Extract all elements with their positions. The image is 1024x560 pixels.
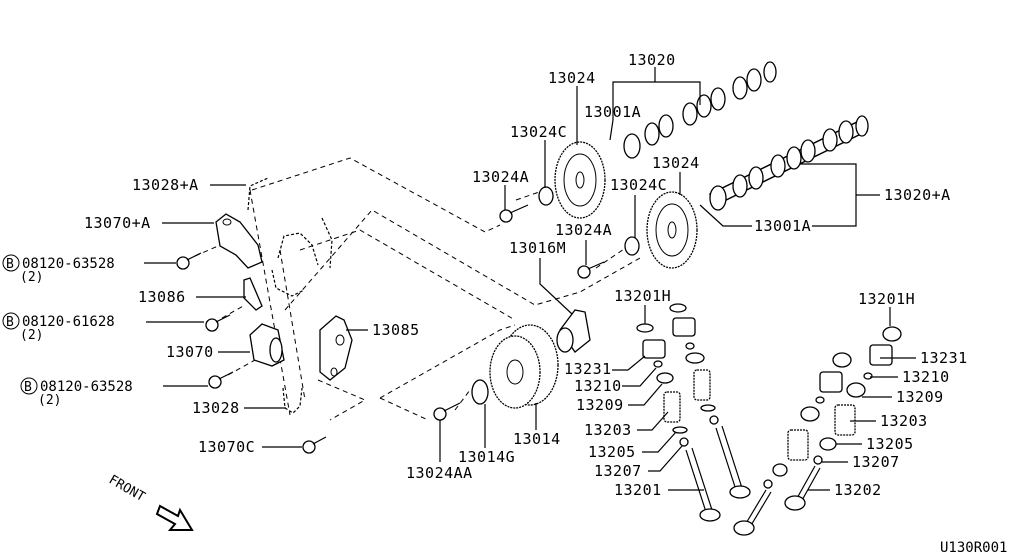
washer-upper: [538, 186, 554, 206]
label-bolt-upper[interactable]: 13024A: [472, 168, 529, 186]
label-seat-left[interactable]: 13205: [588, 443, 636, 461]
label-bolt-b3-qty: (2): [38, 393, 61, 408]
b-marker-1: B: [6, 257, 14, 272]
b-marker-icon: [2, 312, 20, 330]
label-tensioner-upper[interactable]: 13070+A: [84, 214, 151, 232]
b-marker-icon: [2, 254, 20, 272]
label-idler-washer[interactable]: 13014G: [458, 448, 515, 466]
label-camshaft-intake[interactable]: 13020: [628, 51, 676, 69]
label-shim-right[interactable]: 13201H: [858, 290, 915, 308]
label-bolt-lower[interactable]: 13024A: [555, 221, 612, 239]
label-collet-right[interactable]: 13210: [902, 368, 950, 386]
chain-upper: [247, 177, 333, 297]
label-lifter-right[interactable]: 13231: [920, 349, 968, 367]
label-cam-sprocket-upper[interactable]: 13024: [548, 69, 596, 87]
label-bolt-b2-code[interactable]: 08120-61628: [22, 314, 115, 330]
label-washer-upper[interactable]: 13024C: [510, 123, 567, 141]
label-valve-exhaust[interactable]: 13202: [834, 481, 882, 499]
label-collet-left[interactable]: 13210: [574, 377, 622, 395]
label-tensioner-13070[interactable]: 13070: [166, 343, 214, 361]
tensioner-upper: [215, 213, 263, 269]
idler-gear: [489, 324, 559, 409]
assembly-dashed-lines: [194, 157, 641, 421]
valve-stack-right-b: [784, 326, 902, 511]
cam-sprocket-upper: [554, 141, 606, 219]
label-guide-13086[interactable]: 13086: [138, 288, 186, 306]
valve-stack-right-a: [733, 352, 852, 536]
label-retainer-right[interactable]: 13209: [896, 388, 944, 406]
label-chain-lower[interactable]: 13028: [192, 399, 240, 417]
label-cam-sprocket-lower[interactable]: 13024: [652, 154, 700, 172]
label-seat-right[interactable]: 13205: [866, 435, 914, 453]
label-cam-dowel-lower[interactable]: 13001A: [754, 217, 811, 235]
b-marker-3: B: [24, 380, 32, 395]
idler-shaft: [556, 309, 591, 353]
b-marker-2: B: [6, 315, 14, 330]
valve-stack-left: [636, 323, 721, 522]
washer-lower: [624, 236, 640, 256]
label-spring-right[interactable]: 13203: [880, 412, 928, 430]
tensioner-13070: [249, 323, 285, 367]
part-labels: 13020 13024 13001A 13024C 13024 13024A 1…: [2, 51, 968, 499]
label-bolt-b1-qty: (2): [20, 270, 43, 285]
label-cam-dowel-upper[interactable]: 13001A: [584, 103, 641, 121]
label-retainer-left[interactable]: 13209: [576, 396, 624, 414]
label-washer-lower[interactable]: 13024C: [610, 176, 667, 194]
cam-sprocket-lower: [646, 191, 698, 269]
camshaft-exhaust: [708, 115, 869, 211]
label-bolt-b3-code[interactable]: 08120-63528: [40, 379, 133, 395]
bolt-upper: [499, 204, 529, 223]
label-guide-13085[interactable]: 13085: [372, 321, 420, 339]
label-bolt-13070c[interactable]: 13070C: [198, 438, 255, 456]
front-arrow-icon: [155, 504, 194, 531]
leader-lines: [144, 67, 916, 491]
label-idler-shaft[interactable]: 13016M: [509, 239, 566, 257]
bolt-b1: [176, 252, 202, 270]
label-valve-intake[interactable]: 13201: [614, 481, 662, 499]
camshaft-intake: [622, 61, 778, 159]
front-label: FRONT: [106, 472, 148, 505]
drawing-code: U130R001: [940, 540, 1007, 556]
label-lifter-left[interactable]: 13231: [564, 360, 612, 378]
bolt-b3: [208, 371, 234, 389]
bolt-b2: [205, 314, 231, 332]
guide-13086: [243, 277, 263, 311]
label-spring-left[interactable]: 13203: [584, 421, 632, 439]
bolt-lower: [577, 261, 605, 279]
label-idler-gear[interactable]: 13014: [513, 430, 561, 448]
label-chain-upper[interactable]: 13028+A: [132, 176, 199, 194]
guide-13085: [319, 315, 353, 381]
label-camshaft-exhaust[interactable]: 13020+A: [884, 186, 951, 204]
chain-lower: [282, 387, 303, 414]
idler-washer: [471, 379, 489, 405]
valve-stack-middle: [669, 303, 751, 499]
bolt-13070c: [302, 436, 327, 454]
front-indicator: FRONT: [106, 472, 194, 531]
label-bolt-b2-qty: (2): [20, 328, 43, 343]
idler-bolt: [433, 402, 461, 421]
label-seal-left[interactable]: 13207: [594, 462, 642, 480]
label-bolt-b1-code[interactable]: 08120-63528: [22, 256, 115, 272]
label-idler-bolt[interactable]: 13024AA: [406, 464, 473, 482]
label-seal-right[interactable]: 13207: [852, 453, 900, 471]
b-marker-icon: [20, 377, 38, 395]
label-shim-left[interactable]: 13201H: [614, 287, 671, 305]
